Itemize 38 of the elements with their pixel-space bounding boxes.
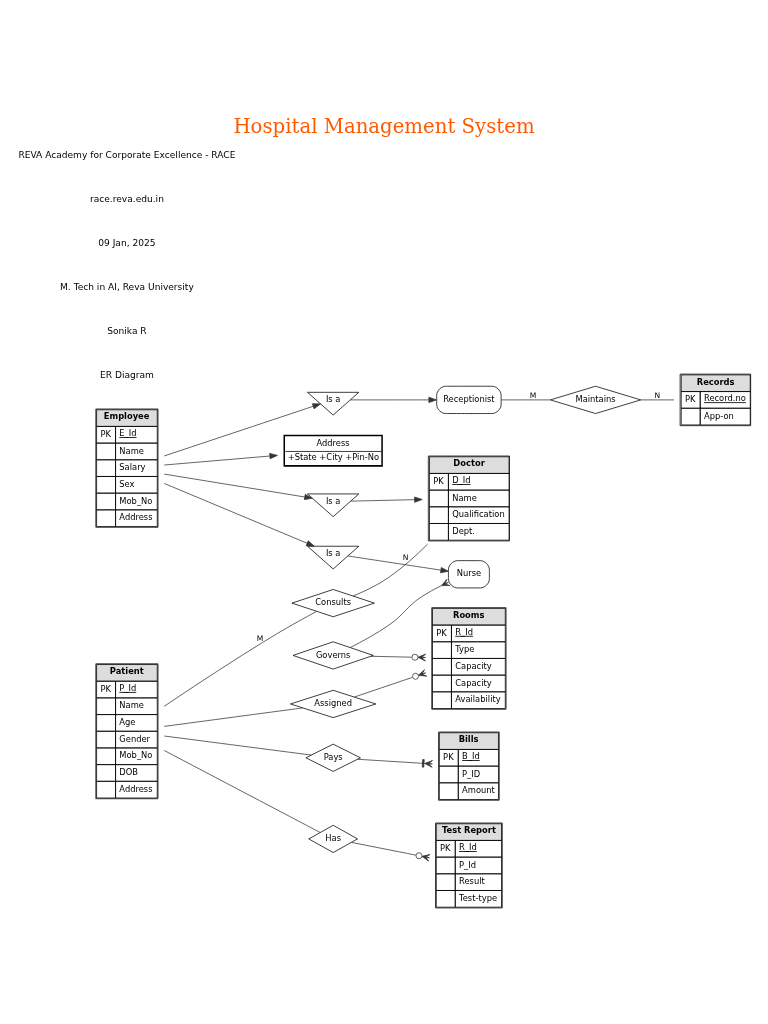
- connector: [500, 399, 551, 400]
- node-box: Nurse: [448, 559, 490, 588]
- diagram-title: Hospital Management System: [233, 114, 535, 138]
- label: REVA Academy for Corporate Excellence - RACE: [18, 149, 236, 160]
- arrow: [350, 496, 423, 503]
- node-diamond: Governs: [292, 640, 374, 669]
- label: race.reva.edu.in: [89, 193, 164, 204]
- arrow: [163, 402, 321, 456]
- connector: [163, 610, 317, 707]
- arrow: [163, 482, 315, 547]
- connector: [357, 758, 433, 768]
- connector: [353, 668, 428, 697]
- connector: [370, 653, 426, 661]
- node-diamond: Pays: [305, 743, 361, 772]
- node-diamond: Consults: [291, 588, 375, 617]
- label: ER Diagram: [99, 369, 154, 380]
- label: Sonika R: [107, 325, 147, 336]
- arrow: [163, 452, 278, 465]
- label: M. Tech in AI, Reva University: [60, 281, 194, 292]
- edge-label: N: [654, 390, 661, 400]
- node-diamond: Assigned: [290, 689, 377, 718]
- edge-label: N: [402, 552, 409, 562]
- arrow: [350, 396, 437, 403]
- connector: [352, 543, 428, 596]
- edge-label: M: [529, 390, 537, 400]
- connector: [351, 841, 431, 862]
- edge-label: M: [256, 633, 264, 643]
- node-diamond: Has: [308, 824, 358, 853]
- connector: [163, 735, 312, 755]
- arrow: [347, 555, 449, 573]
- connector: [640, 399, 675, 400]
- node-box: Receptionist: [436, 385, 502, 414]
- connector: [163, 749, 321, 833]
- node-diamond: Maintains: [550, 385, 642, 414]
- connector: [163, 707, 304, 727]
- connector: [349, 578, 451, 648]
- label: 09 Jan, 2025: [98, 237, 156, 248]
- arrow: [163, 473, 313, 500]
